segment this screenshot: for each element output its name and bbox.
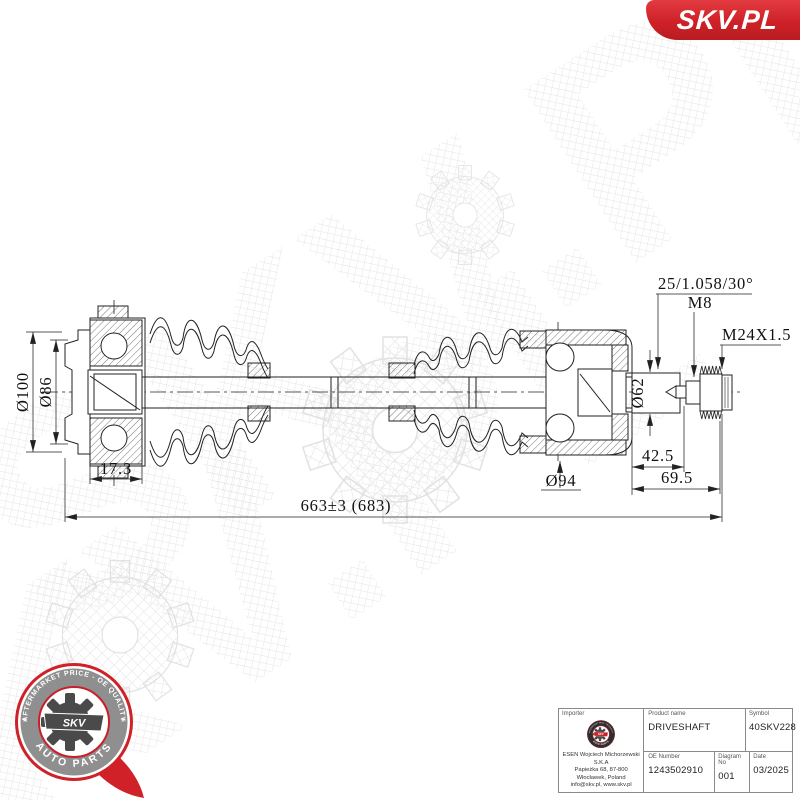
badge-star-right: * xyxy=(121,715,126,729)
oe-number-cell: OE Number 1243502910 xyxy=(644,752,716,792)
importer-address: ESEN Wojciech Michorzewski S.K.A Papieżk… xyxy=(562,752,640,790)
dim-42-5: 42.5 xyxy=(642,446,674,465)
boot-clamp xyxy=(388,405,416,422)
driveshaft-drawing: Ø100 Ø86 17.3 663±3 (683) Ø94 Ø62 xyxy=(13,274,791,522)
stub-shaft xyxy=(631,365,733,420)
brand-banner: SKV.PL xyxy=(646,0,800,40)
spline-section xyxy=(699,373,723,412)
importer-cell: Importer AFTERMARKET PRICE - OE QUALITY … xyxy=(559,709,645,792)
dim-dia62: Ø62 xyxy=(628,378,647,409)
skv-pin-badge: AFTERMARKET PRICE - OE QUALITY AUTO PART… xyxy=(15,663,144,798)
importer-logo-brand: SKV xyxy=(598,732,605,736)
date-label: Date xyxy=(753,754,766,760)
oe-number-label: OE Number xyxy=(648,754,680,760)
right-boot xyxy=(413,328,547,456)
product-name-value: DRIVESHAFT xyxy=(648,722,711,733)
importer-label: Importer xyxy=(562,711,585,717)
left-boot xyxy=(149,317,271,467)
oe-number-value: 1243502910 xyxy=(648,765,704,776)
symbol-cell: Symbol 40SKV228 xyxy=(746,709,797,751)
spec-table: Importer AFTERMARKET PRICE - OE QUALITY … xyxy=(558,708,797,793)
dim-dia94: Ø94 xyxy=(546,471,577,490)
dim-69-5: 69.5 xyxy=(661,468,693,487)
importer-address-line1: ESEN Wojciech Michorzewski S.K.A xyxy=(562,752,640,766)
product-name-label: Product name xyxy=(648,711,686,717)
symbol-label: Symbol xyxy=(749,711,770,717)
diagram-no-label: Diagram No xyxy=(718,754,741,766)
date-value: 03/2025 xyxy=(753,765,789,776)
outer-cv-joint xyxy=(545,329,633,456)
diagram-no-value: 001 xyxy=(718,771,735,782)
boot-clamp xyxy=(388,362,416,379)
badge-star-left: * xyxy=(23,715,28,729)
dim-17-3: 17.3 xyxy=(100,459,132,478)
date-cell: Date 03/2025 xyxy=(750,752,792,792)
product-name-cell: Product name DRIVESHAFT xyxy=(644,709,746,751)
dim-overall-length: 663±3 (683) xyxy=(301,496,392,515)
dim-spline-spec: 25/1.058/30° xyxy=(658,274,754,293)
inner-cv-joint xyxy=(64,305,146,479)
dimensions: Ø100 Ø86 17.3 663±3 (683) Ø94 Ø62 xyxy=(13,274,791,522)
badge-brand-text: SKV xyxy=(63,718,87,730)
dim-m8: M8 xyxy=(688,293,713,312)
badge-ribbon: SKV xyxy=(43,712,105,732)
importer-address-line3: info@skv.pl, www.skv.pl xyxy=(570,782,632,789)
thread-end xyxy=(721,374,733,411)
dim-dia86: Ø86 xyxy=(36,377,55,408)
dim-m24: M24X1.5 xyxy=(722,325,791,344)
importer-logo: AFTERMARKET PRICE - OE QUALITY AUTO PART… xyxy=(587,720,616,749)
diagram-no-cell: Diagram No 001 xyxy=(715,752,751,792)
dim-dia100: Ø100 xyxy=(13,372,32,412)
brand-banner-text: SKV.PL xyxy=(676,4,780,35)
symbol-value: 40SKV228 xyxy=(749,722,797,733)
importer-address-line2: Papieżka 68, 87-800 Włocławek, Poland xyxy=(574,767,628,781)
